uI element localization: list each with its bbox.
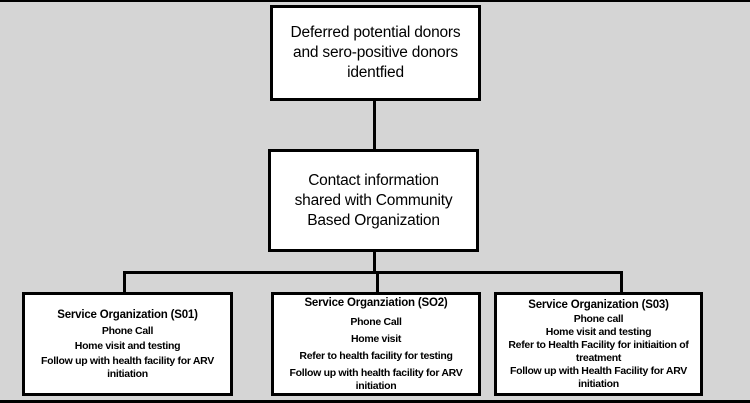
node-text-line: shared with Community [294, 191, 453, 209]
node-title: Service Organization (S03) [528, 298, 669, 311]
node-text-line: Refer to health facility for testing [299, 349, 453, 362]
node-text-line: Follow up with health facility for ARV [289, 366, 463, 379]
node-text-line: Home visit and testing [545, 325, 652, 338]
node-title: Service Organization (S01) [57, 308, 198, 321]
connector-bus-to-so2 [376, 271, 379, 293]
node-text-line: Follow up with Health Facility for ARV [509, 364, 688, 377]
image-bottom-rule [0, 400, 750, 403]
node-contact-info-shared-cbo: Contact information shared with Communit… [268, 149, 479, 252]
node-text-line: initiation [355, 379, 397, 392]
connector-top-to-middle [373, 100, 376, 149]
node-text-line: Home visit and testing [74, 339, 181, 352]
connector-bus-to-so1 [123, 271, 126, 293]
node-text-line: Based Organization [307, 211, 440, 229]
connector-middle-to-bus [373, 251, 376, 272]
node-service-org-so2: Service Organziation (SO2) Phone Call Ho… [271, 292, 481, 396]
node-deferred-donors-identified: Deferred potential donors and sero-posit… [270, 5, 481, 101]
node-service-org-s03: Service Organization (S03) Phone call Ho… [494, 292, 703, 396]
node-service-org-s01: Service Organization (S01) Phone Call Ho… [22, 292, 233, 396]
node-text-line: Deferred potential donors [290, 24, 461, 41]
node-text-line: treatment [575, 351, 622, 364]
node-text-line: Phone call [573, 312, 624, 325]
node-text-line: Refer to Health Facility for initiaition… [508, 338, 689, 351]
image-top-rule [0, 0, 750, 2]
node-text-line: Follow up with health facility for ARV [41, 354, 214, 367]
node-text-line: and sero-positive donors [293, 44, 458, 61]
node-text-line: Home visit [350, 332, 402, 345]
node-text-line: Phone Call [350, 315, 402, 328]
node-text-line: initiation [578, 377, 619, 390]
connector-horizontal-bus [123, 271, 623, 274]
node-text-line: Contact information [308, 171, 439, 189]
node-text-line: identfied [347, 64, 404, 81]
node-text-line: Phone Call [101, 324, 154, 337]
node-text-line: initiation [107, 367, 148, 380]
node-title: Service Organziation (SO2) [304, 296, 448, 309]
connector-bus-to-so3 [620, 271, 623, 293]
